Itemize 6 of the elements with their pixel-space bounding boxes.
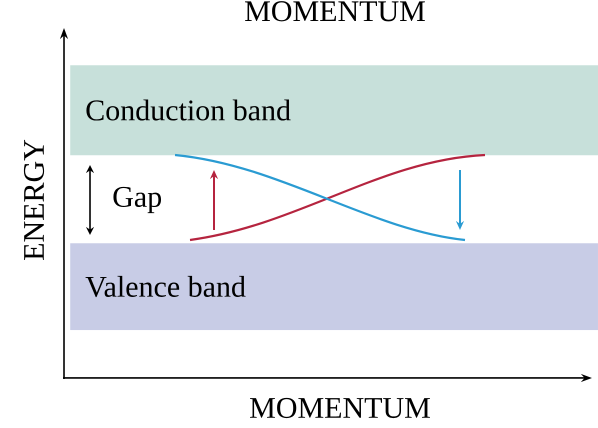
axis-label: MOMENTUM xyxy=(250,398,430,418)
energy-band: Conduction band xyxy=(70,65,598,156)
gap-label: Gap xyxy=(113,186,162,214)
axis-label: MOMENTUM xyxy=(245,1,425,22)
axis-label: ENERGY xyxy=(24,140,44,260)
energy-band: Valence band xyxy=(70,243,598,330)
